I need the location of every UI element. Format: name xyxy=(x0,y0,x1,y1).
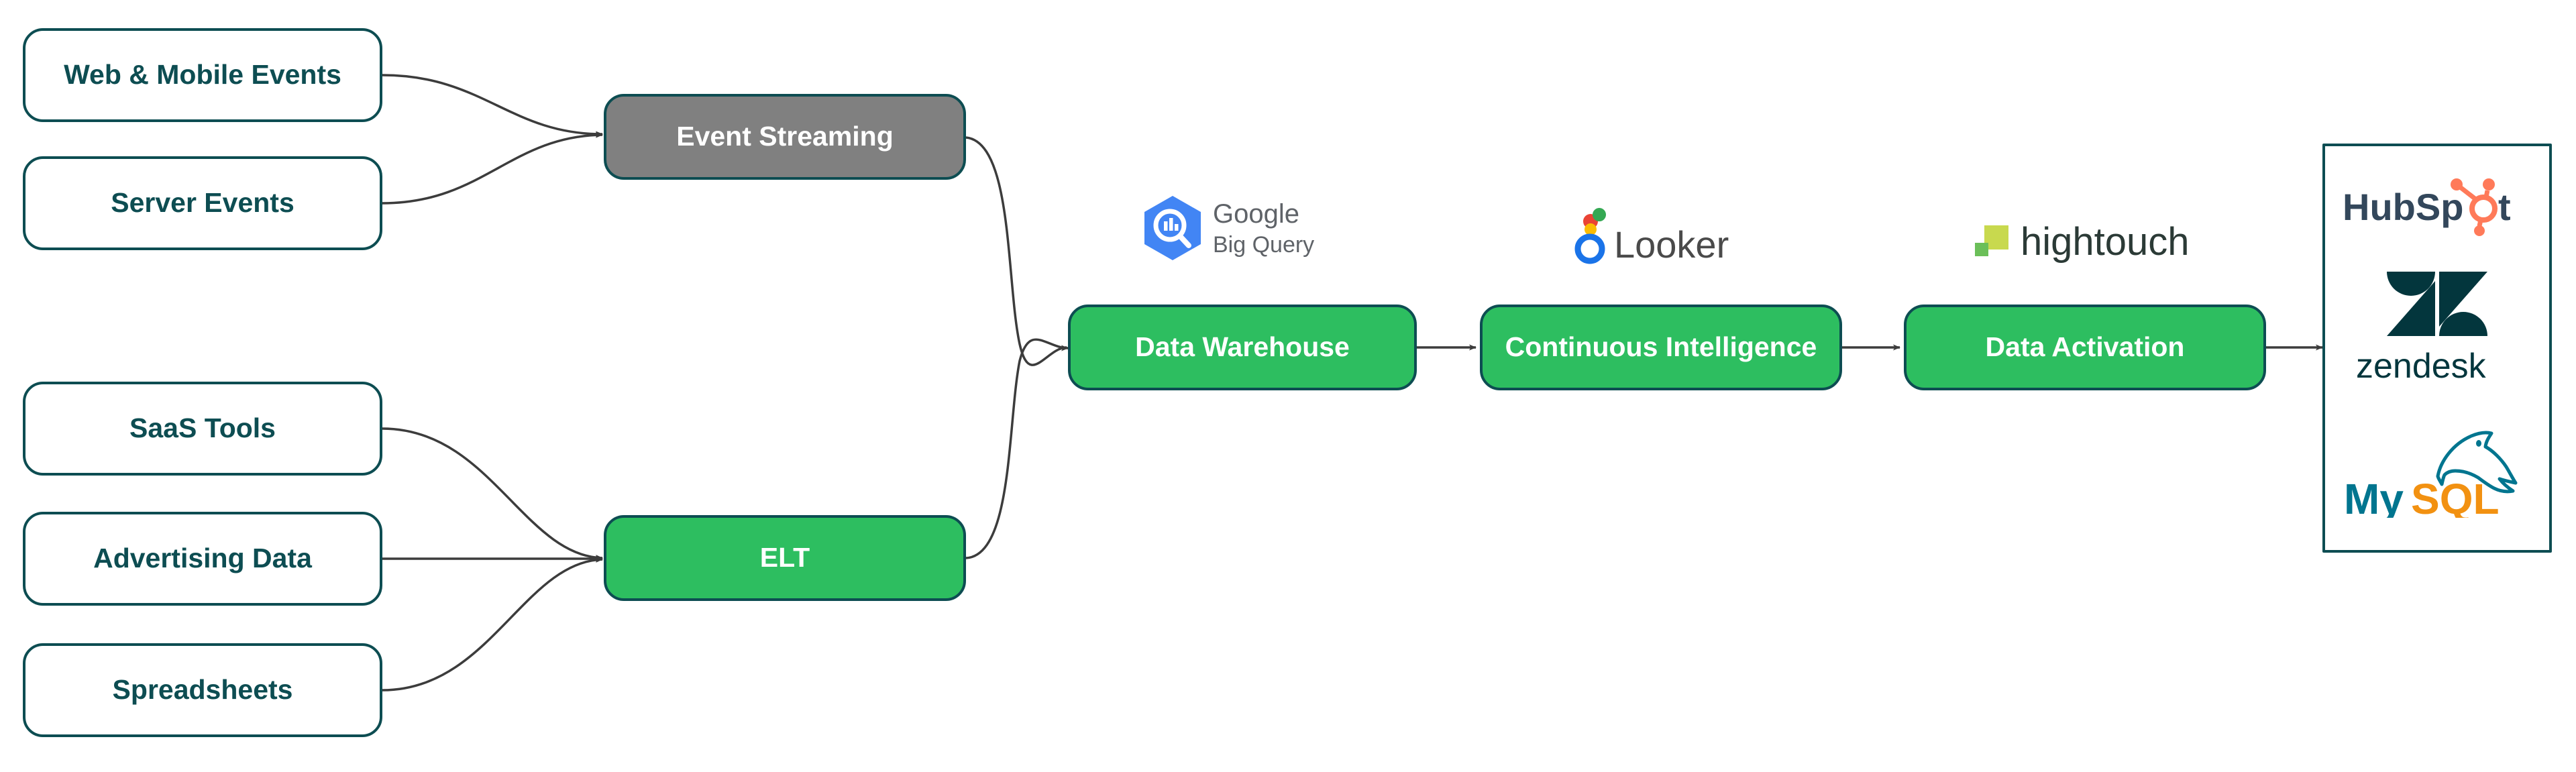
zendesk-wordmark-svg: zendesk xyxy=(2356,347,2487,386)
bigquery-wordmark-line1: Google xyxy=(1213,199,1299,229)
hightouch-logo-svg: hightouch xyxy=(1975,220,2190,264)
source-node-advertising-data[interactable]: Advertising Data xyxy=(23,512,382,606)
hubspot-sprocket-node-2-icon xyxy=(2483,178,2495,191)
bigquery-logo-svg: Google Big Query xyxy=(1144,196,1314,260)
stage-label-elt: ELT xyxy=(759,542,810,573)
stage-label-event-streaming: Event Streaming xyxy=(676,121,894,152)
source-node-web-mobile-events[interactable]: Web & Mobile Events xyxy=(23,28,382,122)
hightouch-square-green-icon xyxy=(1975,243,1988,256)
destination-panel[interactable]: HubSp t xyxy=(2322,144,2552,553)
looker-ring-icon xyxy=(1574,233,1605,264)
connector-elt-to-data-warehouse xyxy=(965,338,1069,559)
source-label-server-events: Server Events xyxy=(111,187,294,219)
bigquery-bar-1-icon xyxy=(1164,221,1168,231)
source-label-web-mobile-events: Web & Mobile Events xyxy=(64,59,341,91)
connector-event-streaming-to-data-warehouse xyxy=(965,136,1067,366)
mysql-logo[interactable]: My SQL xyxy=(2340,417,2534,518)
hightouch-logo: hightouch xyxy=(1966,213,2194,274)
hubspot-sprocket-node-1-icon xyxy=(2451,178,2463,191)
source-node-spreadsheets[interactable]: Spreadsheets xyxy=(23,643,382,737)
zendesk-logo[interactable]: zendesk xyxy=(2353,266,2521,387)
mysql-wordmark-my: My xyxy=(2344,475,2404,518)
stage-label-data-warehouse: Data Warehouse xyxy=(1135,331,1350,363)
zendesk-halfcircle-bottom-icon xyxy=(2439,311,2487,336)
bigquery-bar-2-icon xyxy=(1169,218,1173,231)
hubspot-sprocket-arm-1-icon xyxy=(2457,184,2479,203)
bigquery-magnifier-handle-icon xyxy=(1177,233,1191,248)
source-node-server-events[interactable]: Server Events xyxy=(23,156,382,250)
connector-saas-tools-to-elt xyxy=(382,427,603,561)
stage-node-event-streaming[interactable]: Event Streaming xyxy=(604,94,966,180)
bigquery-magnifier-icon xyxy=(1153,209,1187,242)
looker-logo: Looker xyxy=(1563,208,1764,270)
source-node-saas-tools[interactable]: SaaS Tools xyxy=(23,382,382,476)
looker-petal-yellow-icon xyxy=(1585,223,1597,235)
stage-node-data-activation[interactable]: Data Activation xyxy=(1904,305,2266,390)
zendesk-halfcircle-top-icon xyxy=(2387,271,2435,296)
hubspot-sprocket-node-3-icon xyxy=(2474,225,2485,237)
hubspot-sprocket-ring-icon xyxy=(2469,195,2498,223)
zendesk-triangle-left-icon xyxy=(2387,280,2435,336)
mysql-wordmark-sql: SQL xyxy=(2411,475,2500,518)
hubspot-sprocket-arm-2-icon xyxy=(2483,190,2490,199)
connector-server-events-to-event-streaming xyxy=(382,131,603,205)
mysql-dolphin-icon xyxy=(2436,431,2518,493)
mysql-dolphin-eye-icon xyxy=(2476,439,2481,447)
hubspot-wordmark-hubsp: HubSp xyxy=(2343,186,2463,228)
zendesk-wordmark: zendesk xyxy=(2356,347,2487,386)
bigquery-bar-3-icon xyxy=(1175,224,1179,231)
zendesk-triangle-right-icon xyxy=(2439,271,2487,327)
stage-node-elt[interactable]: ELT xyxy=(604,515,966,601)
zendesk-mark-svg xyxy=(2387,271,2487,336)
source-label-advertising-data: Advertising Data xyxy=(93,543,312,574)
stage-label-data-activation: Data Activation xyxy=(1985,331,2185,363)
stage-node-data-warehouse[interactable]: Data Warehouse xyxy=(1068,305,1417,390)
hubspot-wordmark-t: t xyxy=(2498,186,2511,228)
stage-node-continuous-intelligence[interactable]: Continuous Intelligence xyxy=(1480,305,1842,390)
stage-label-continuous-intelligence: Continuous Intelligence xyxy=(1505,331,1817,363)
source-label-spreadsheets: Spreadsheets xyxy=(112,674,293,706)
connector-spreadsheets-to-elt xyxy=(382,556,603,692)
looker-logo-svg: Looker xyxy=(1574,208,1729,266)
source-label-saas-tools: SaaS Tools xyxy=(129,412,276,444)
looker-wordmark: Looker xyxy=(1614,223,1729,266)
hightouch-wordmark: hightouch xyxy=(2021,220,2190,264)
connector-web-mobile-to-event-streaming xyxy=(382,74,603,137)
hubspot-logo-svg: HubSp t xyxy=(2343,178,2511,237)
bigquery-wordmark-line2: Big Query xyxy=(1213,232,1314,258)
bigquery-logo: Google Big Query xyxy=(1134,190,1362,264)
looker-petal-green-icon xyxy=(1593,208,1606,222)
hubspot-sprocket-arm-3-icon xyxy=(2477,219,2483,227)
mysql-logo-svg: My SQL xyxy=(2344,431,2518,518)
hubspot-logo[interactable]: HubSp t xyxy=(2340,178,2534,237)
